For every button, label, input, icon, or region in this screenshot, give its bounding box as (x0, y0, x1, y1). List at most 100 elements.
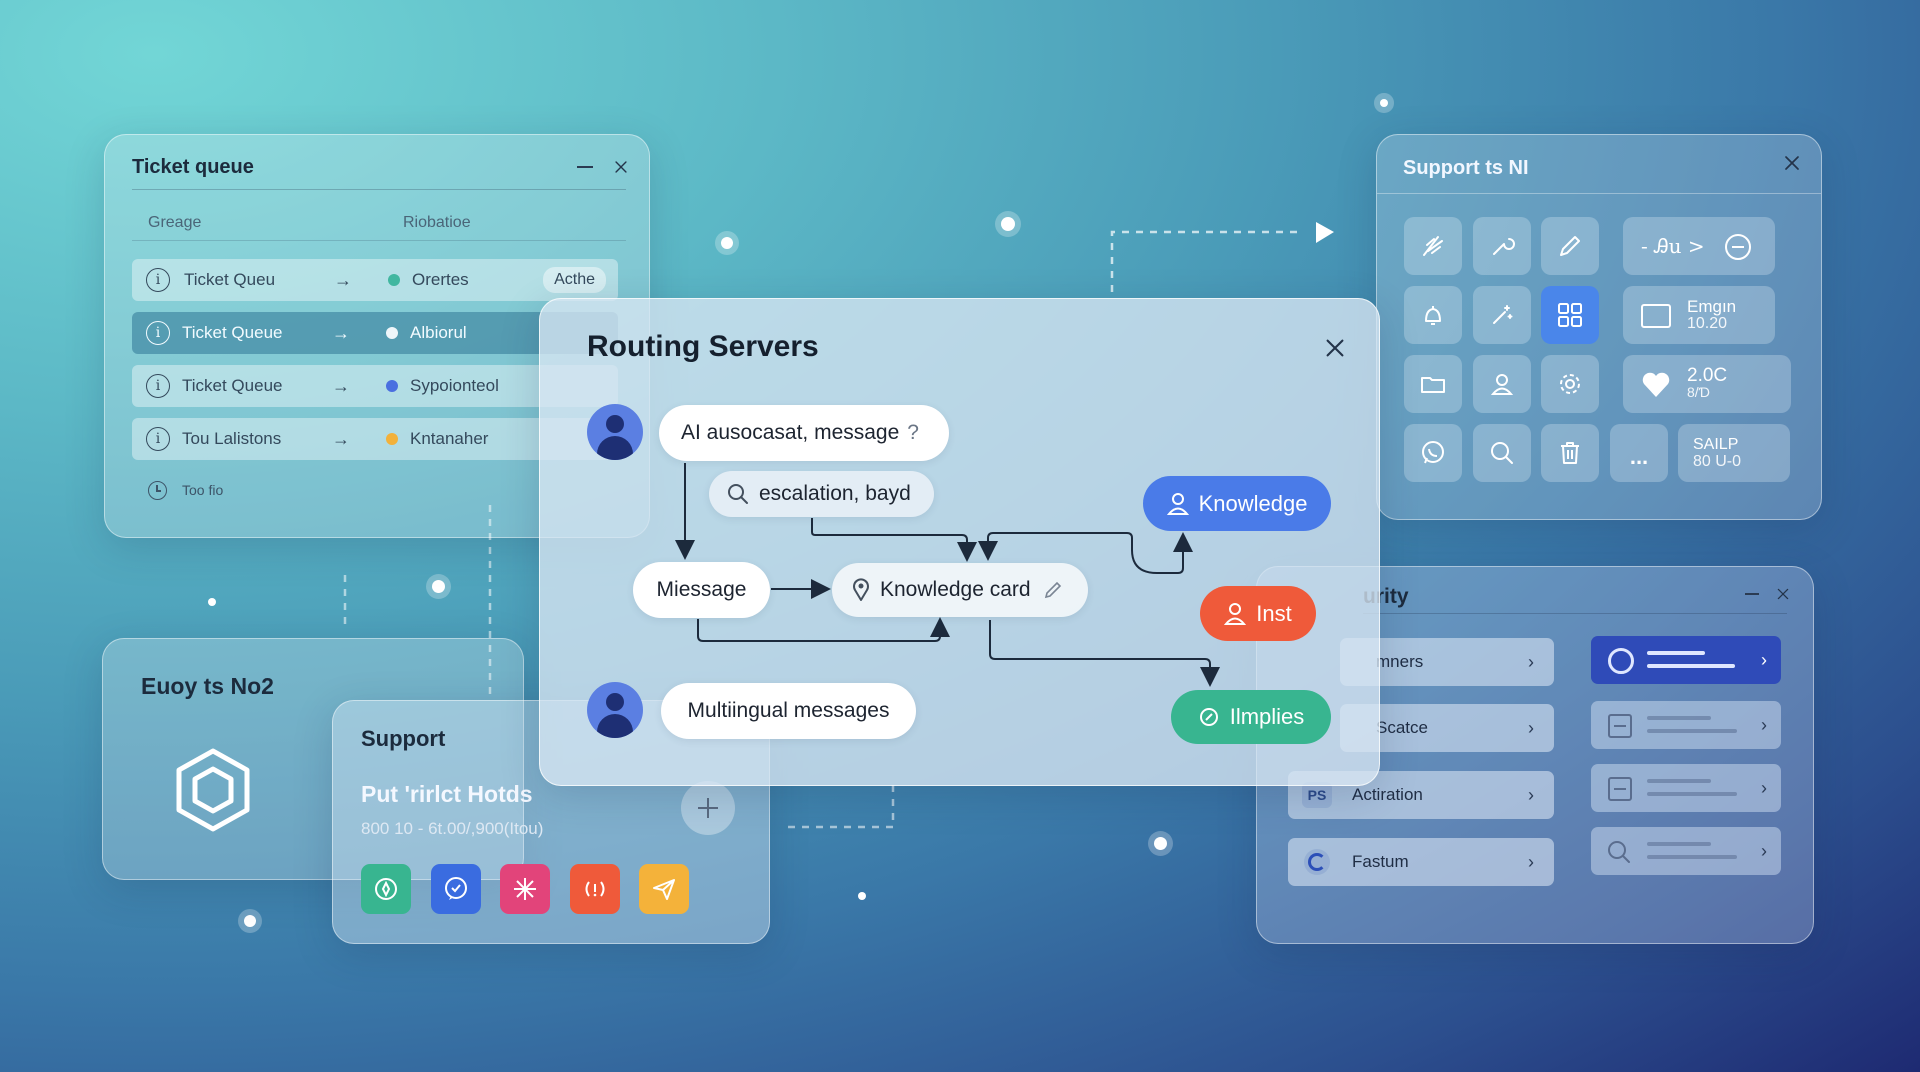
search-icon[interactable] (1473, 424, 1531, 482)
security-card[interactable]: › (1591, 827, 1781, 875)
gear-icon[interactable] (1541, 355, 1599, 413)
chevron-right-icon: › (1528, 851, 1534, 872)
miessage-node[interactable]: Miessage (633, 562, 770, 618)
implies-button[interactable]: Ilmplies (1171, 690, 1331, 744)
user-icon[interactable] (1473, 355, 1531, 413)
ai-message-text: AI ausocasat, message (681, 421, 900, 444)
ticket-row[interactable]: i Ticket Queue → Albiorul (132, 312, 618, 354)
folder-icon[interactable] (1404, 355, 1462, 413)
ticket-row[interactable]: i Tou Lalistons → Kntanaher (132, 418, 618, 460)
clock-icon (148, 481, 167, 500)
decor-dot (244, 915, 256, 927)
user-icon (1166, 492, 1189, 515)
bell-icon[interactable] (1404, 286, 1462, 344)
chevron-right-icon: › (1761, 840, 1767, 861)
avatar[interactable] (587, 682, 643, 738)
more-button[interactable]: ... (1610, 424, 1668, 482)
chevron-right-icon: › (1761, 714, 1767, 735)
hexagon-icon (176, 748, 250, 832)
pencil-icon[interactable] (1541, 217, 1599, 275)
feather-icon[interactable] (1404, 217, 1462, 275)
support-subtext: 800 10 - 6t.00/,900(Itou) (361, 819, 544, 838)
knowledge-button-label: Knowledge (1198, 490, 1308, 516)
arrow-right-icon: → (332, 322, 350, 343)
status-badge[interactable]: Acthe (543, 267, 606, 293)
decor-dot (721, 237, 733, 249)
heart-value: 2.0C (1687, 365, 1728, 386)
chevron-right-icon: › (1528, 784, 1534, 805)
engine-tile[interactable]: Emgın 10.20 (1623, 286, 1775, 344)
chat-app-icon[interactable] (431, 864, 481, 914)
whatsapp-icon[interactable] (1404, 424, 1462, 482)
link-icon (1199, 708, 1218, 726)
edit-pencil-icon[interactable] (1043, 580, 1063, 600)
knowledge-button[interactable]: Knowledge (1143, 476, 1331, 531)
security-card[interactable]: › (1591, 701, 1781, 749)
knowledge-card-label: Knowledge card (880, 578, 1031, 601)
grid-icon[interactable] (1541, 286, 1599, 344)
card-icon (1641, 304, 1671, 328)
security-item-label: mners (1376, 652, 1424, 671)
ticket-status: Albiorul (410, 323, 467, 342)
security-item-label: Actiration (1352, 785, 1423, 804)
panel-title: Support ts NI (1403, 157, 1529, 179)
multilingual-message-node[interactable]: Multiingual messages (661, 683, 916, 739)
chevron-right-icon: › (1761, 649, 1767, 670)
panel-title: Support (361, 726, 446, 751)
support-ni-panel: Support ts NI (1376, 134, 1822, 520)
sailp-value: 80 U-0 (1693, 453, 1742, 470)
arrow-right-icon: → (332, 375, 350, 396)
shield-app-icon[interactable] (361, 864, 411, 914)
search-chip[interactable]: escalation, bayd (709, 471, 934, 517)
heart-tile[interactable]: 2.0C 8/Ɗ (1623, 355, 1791, 413)
wrench-icon[interactable] (1473, 217, 1531, 275)
sparkle-app-icon[interactable] (500, 864, 550, 914)
sailp-tile[interactable]: SAILP 80 U-0 (1678, 424, 1790, 482)
search-icon (1608, 841, 1630, 863)
security-card[interactable]: › (1591, 764, 1781, 812)
search-icon (728, 484, 748, 504)
implies-button-label: Ilmplies (1229, 704, 1305, 729)
column-header[interactable]: Greage (148, 214, 202, 231)
broadcast-app-icon[interactable] (570, 864, 620, 914)
chevron-right-icon: › (1528, 717, 1534, 738)
trash-icon[interactable] (1541, 424, 1599, 482)
search-chip-text: escalation, bayd (759, 482, 911, 505)
decor-dot (1380, 99, 1388, 107)
avatar[interactable] (587, 404, 643, 460)
ai-message-node[interactable]: AI ausocasat, message ? (659, 405, 949, 461)
column-header[interactable]: Riobatioe (403, 214, 471, 231)
security-item[interactable]: Fastum › (1288, 838, 1554, 886)
chevron-right-icon: › (1528, 651, 1534, 672)
ticket-label: Ticket Queue (182, 376, 283, 395)
status-dot (386, 380, 398, 392)
multilingual-message-text: Multiingual messages (687, 699, 890, 722)
heart-sub: 8/Ɗ (1687, 384, 1711, 400)
engine-label: Emgın (1687, 297, 1737, 316)
engine-value: 10.20 (1687, 315, 1728, 332)
add-button[interactable] (681, 781, 735, 835)
signature-tile[interactable]: - Ꭿu > (1623, 217, 1775, 275)
question-mark: ? (907, 421, 919, 444)
document-icon (1608, 714, 1632, 738)
security-card[interactable]: › (1591, 636, 1781, 684)
minimize-icon[interactable] (1745, 593, 1759, 595)
status-dot (386, 433, 398, 445)
ticket-row[interactable]: i Ticket Queu → Orertes Acthe (132, 259, 618, 301)
knowledge-card-node[interactable]: Knowledge card (832, 563, 1088, 617)
decor-dot (1001, 217, 1015, 231)
decor-dot (858, 892, 866, 900)
magic-icon[interactable] (1473, 286, 1531, 344)
ticket-row[interactable]: i Ticket Queue → Sypoionteol (132, 365, 618, 407)
info-icon: i (146, 268, 170, 292)
send-app-icon[interactable] (639, 864, 689, 914)
minimize-icon[interactable] (577, 166, 593, 168)
panel-title: Routing Servers (587, 330, 819, 363)
security-item-label: Fastum (1352, 852, 1409, 871)
decor-dot (1154, 837, 1167, 850)
inst-button[interactable]: Inst (1200, 586, 1316, 641)
ticket-label: Tou Lalistons (182, 429, 282, 448)
inst-button-label: Inst (1256, 600, 1292, 626)
chevron-right-icon: › (1761, 777, 1767, 798)
